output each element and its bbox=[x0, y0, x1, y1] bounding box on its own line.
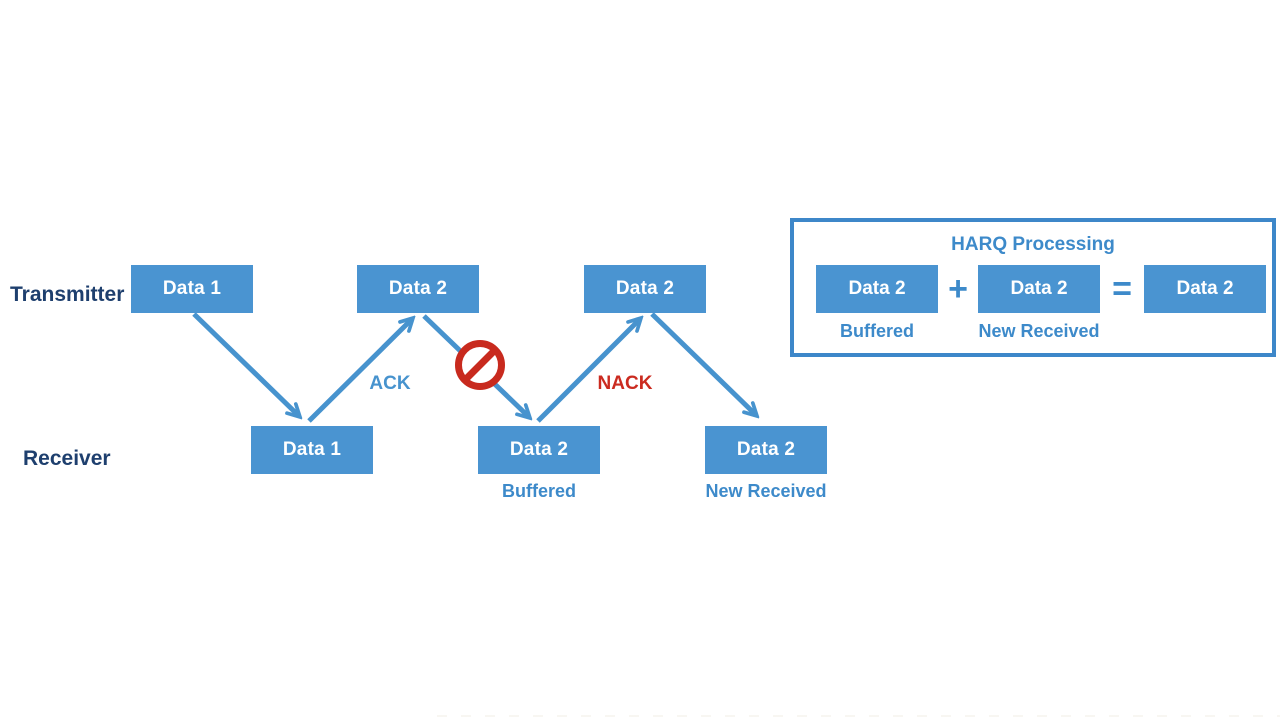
ack-label: ACK bbox=[369, 373, 411, 394]
no-entry-icon bbox=[455, 340, 505, 390]
rx-box-data1: Data 1 bbox=[251, 426, 373, 474]
arrow-data2-retransmission bbox=[650, 312, 756, 415]
harq-box-result: Data 2 bbox=[1144, 265, 1266, 313]
tx-box-data2-retransmit: Data 2 bbox=[584, 265, 706, 313]
arrow-data1-delivery bbox=[192, 312, 299, 416]
rx-box-data2-new: Data 2 bbox=[705, 426, 827, 474]
arrow-data2-blocked-delivery bbox=[422, 314, 529, 417]
harq-new-received-sub-label: New Received bbox=[978, 321, 1100, 341]
lane-label-transmitter: Transmitter bbox=[10, 283, 125, 306]
faint-baseline-artifact bbox=[437, 715, 1280, 717]
lane-label-receiver: Receiver bbox=[23, 447, 111, 470]
arrow-nack-feedback bbox=[536, 319, 640, 423]
rx-new-received-sub-label: New Received bbox=[705, 481, 827, 501]
harq-processing-panel: HARQ Processing Data 2 + Data 2 = Data 2… bbox=[790, 218, 1276, 357]
plus-operator: + bbox=[948, 269, 968, 308]
tx-box-data1: Data 1 bbox=[131, 265, 253, 313]
harq-buffered-sub-label: Buffered bbox=[839, 321, 914, 341]
harq-box-new-received: Data 2 bbox=[978, 265, 1100, 313]
tx-box-data2-first: Data 2 bbox=[357, 265, 479, 313]
arrow-ack-feedback bbox=[307, 319, 412, 423]
harq-box-buffered: Data 2 bbox=[816, 265, 938, 313]
harq-panel-title: HARQ Processing bbox=[951, 234, 1115, 255]
rx-box-data2-buffered: Data 2 bbox=[478, 426, 600, 474]
rx-buffered-sub-label: Buffered bbox=[501, 481, 576, 501]
equals-operator: = bbox=[1112, 269, 1132, 308]
nack-label: NACK bbox=[597, 373, 653, 394]
